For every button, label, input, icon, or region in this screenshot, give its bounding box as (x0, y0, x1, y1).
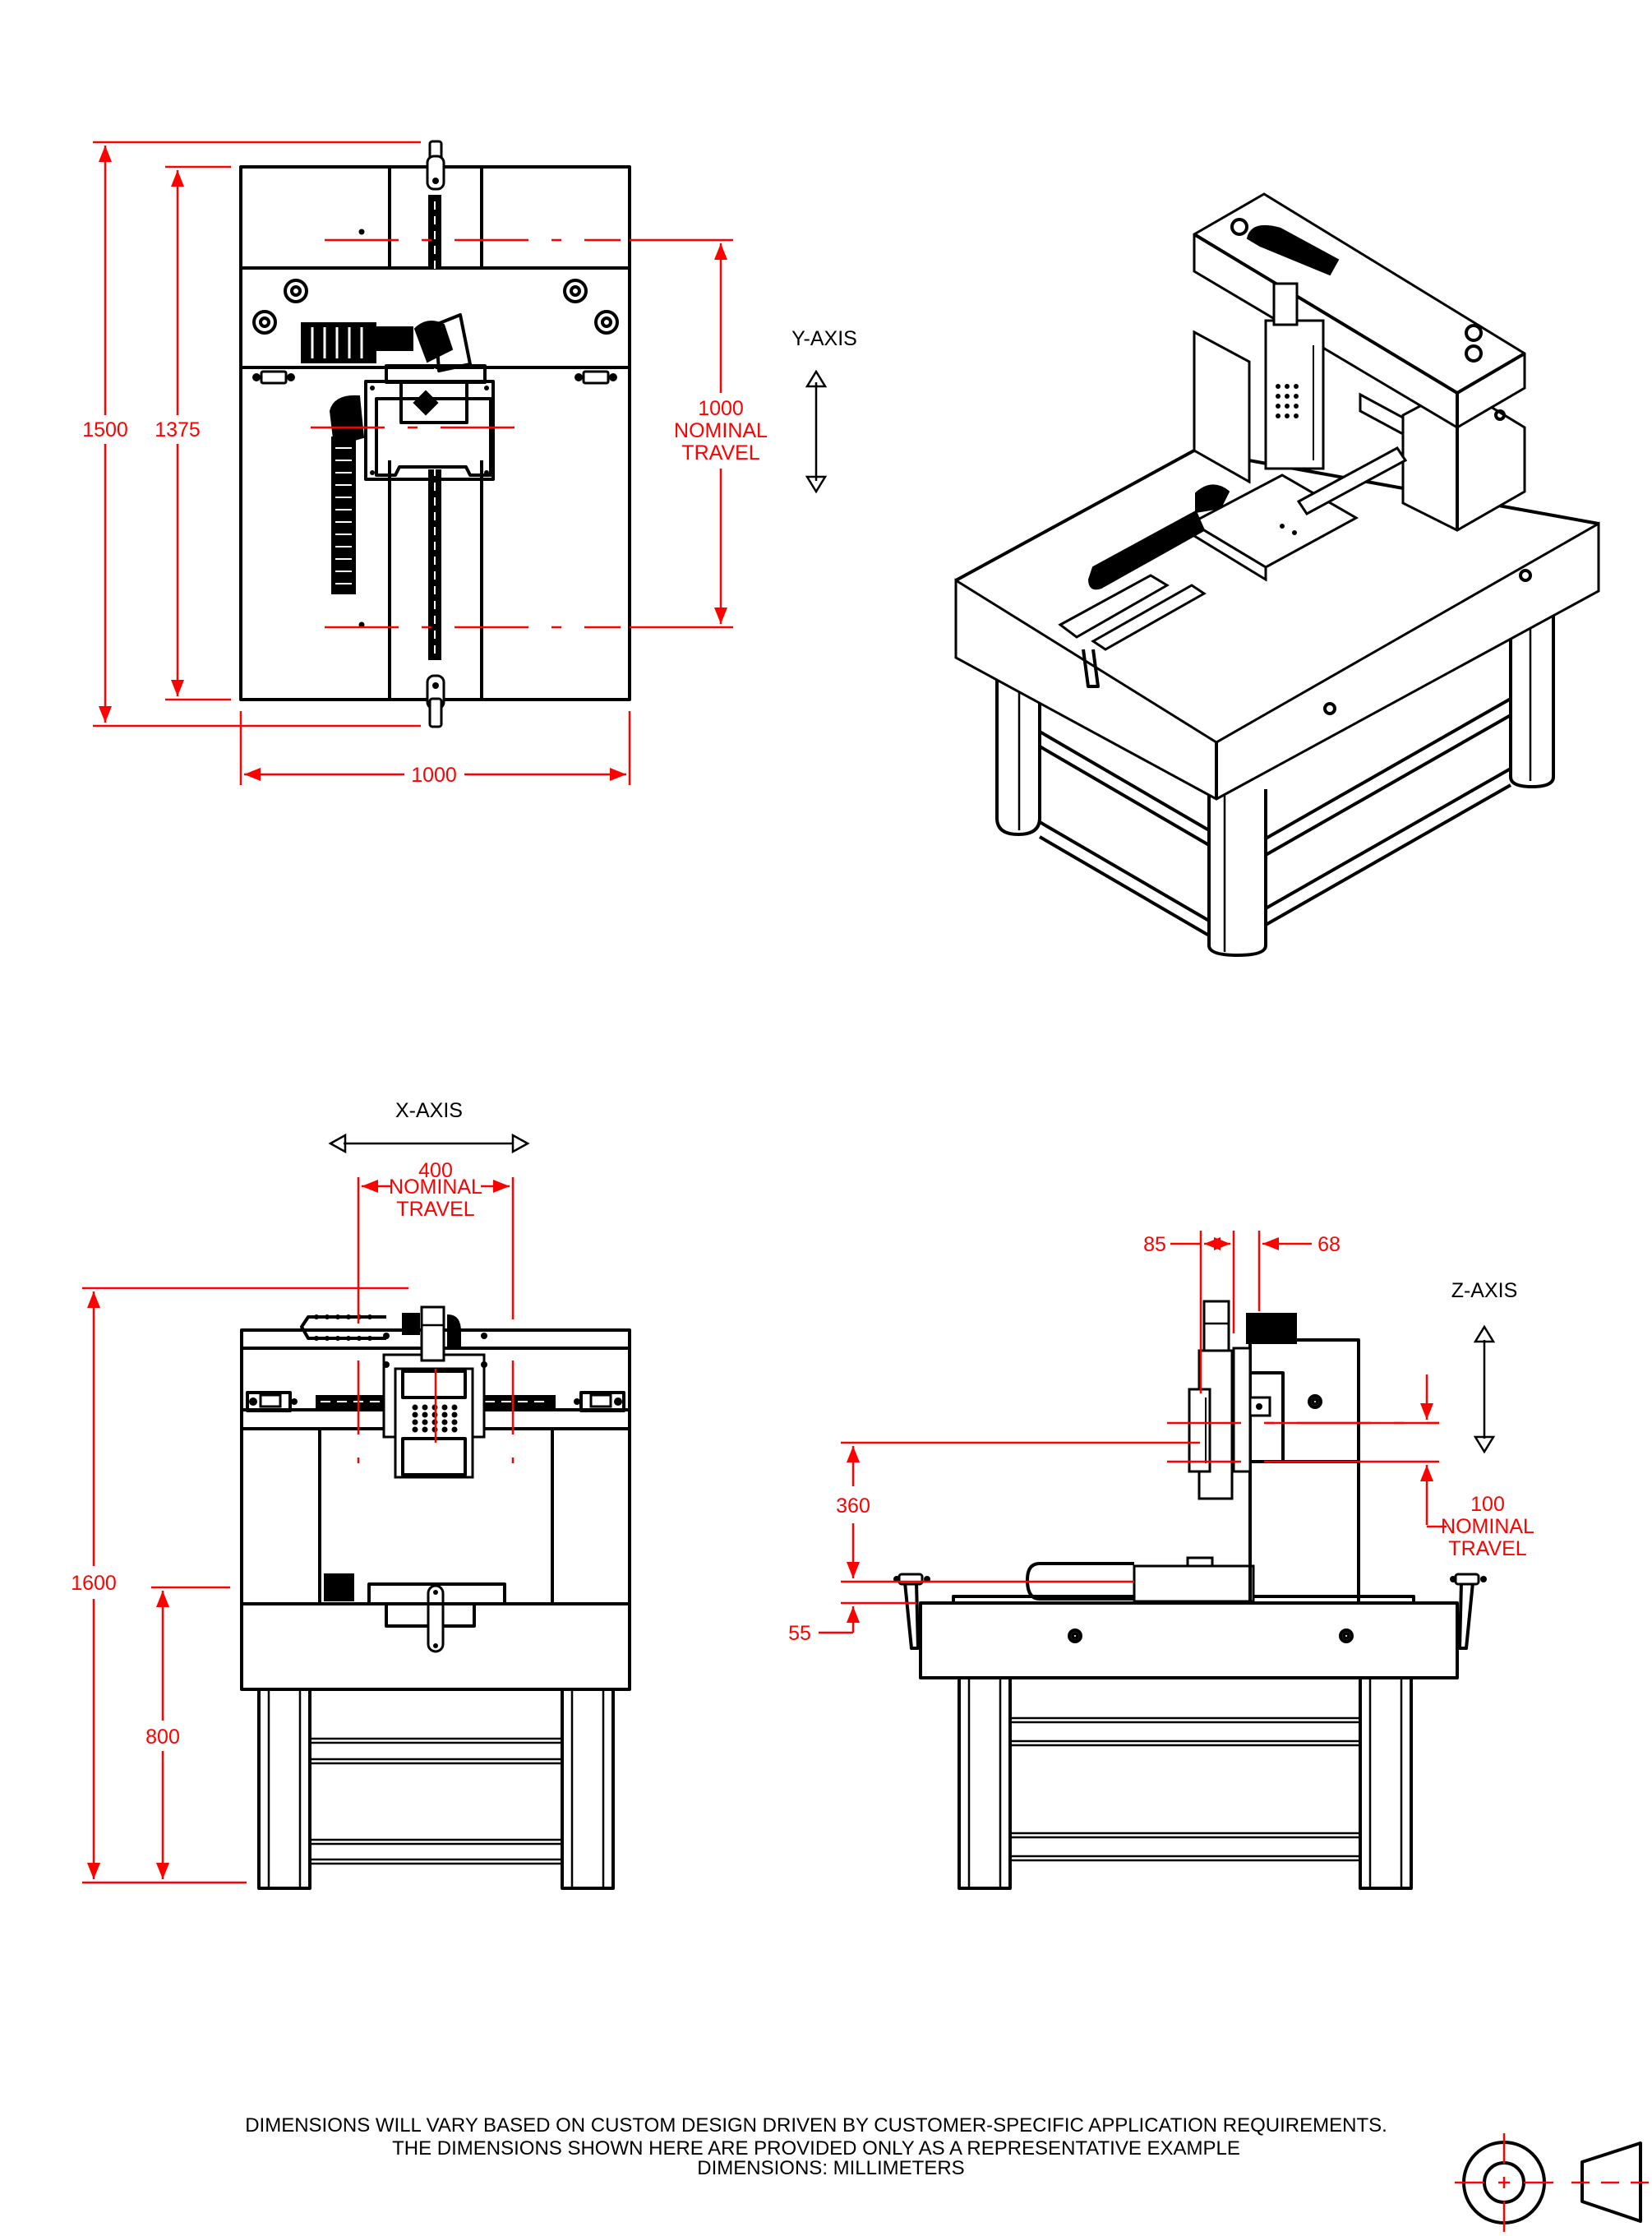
z-travel-line2: TRAVEL (1448, 1537, 1526, 1560)
dim-z-travel: 100 NOMINAL TRAVEL (1420, 1374, 1534, 1560)
iso-legs (995, 592, 1555, 957)
dim-360-label: 360 (836, 1495, 870, 1518)
arrow-up-icon (1473, 1324, 1496, 1343)
dim-table-width: 1000 (239, 711, 631, 787)
dim-1375-label: 1375 (155, 418, 201, 441)
front-legs (257, 1688, 615, 1890)
front-stop-left (246, 1391, 298, 1412)
dim-offset: 55 (788, 1601, 916, 1645)
front-stop-right (574, 1391, 625, 1412)
front-cable-chain (300, 1313, 461, 1347)
arrow-left-icon (328, 1133, 347, 1154)
cable-chain-x (301, 313, 472, 372)
gantry-clamp-right (575, 370, 617, 385)
front-z-stage (382, 1305, 487, 1479)
side-column (1248, 1338, 1360, 1605)
arrow-right-icon (511, 1133, 530, 1154)
arrow-down-icon (805, 475, 828, 494)
x-axis-label: X-AXIS (395, 1099, 463, 1122)
isometric-view (954, 192, 1600, 957)
notes-block: DIMENSIONS WILL VARY BASED ON CUSTOM DES… (245, 2114, 1387, 2179)
note-line-2: THE DIMENSIONS SHOWN HERE ARE PROVIDED O… (392, 2137, 1240, 2160)
dim-overall-length: 1500 (82, 141, 421, 728)
end-stop-top (426, 140, 445, 191)
dim-68-label: 68 (1317, 1233, 1341, 1256)
dim-z-offsets: 85 68 (1143, 1231, 1341, 1393)
arrow-down-icon (1473, 1435, 1496, 1454)
dim-x-travel: 400 NOMINAL TRAVEL (357, 1159, 515, 1324)
top-view: 1500 1375 1000 1000 NOMINAL TRAVEL (82, 140, 857, 787)
cable-chain-y (329, 395, 365, 594)
units-note: DIMENSIONS: MILLIMETERS (697, 2157, 964, 2179)
z-axis-indicator: Z-AXIS (1451, 1279, 1518, 1454)
z-travel-line1: NOMINAL (1441, 1515, 1534, 1538)
y-travel-line2: TRAVEL (681, 441, 759, 464)
z-axis-label: Z-AXIS (1451, 1279, 1518, 1302)
y-travel-value: 1000 (698, 397, 744, 420)
x-axis-indicator: X-AXIS (328, 1099, 530, 1154)
y-travel-line1: NOMINAL (674, 419, 768, 442)
side-legs (958, 1676, 1413, 1890)
dim-1600-label: 1600 (71, 1572, 117, 1595)
side-view: 85 68 100 NOMINAL TRAVEL Z-AXIS 360 (788, 1231, 1534, 1890)
y-axis-indicator: Y-AXIS (791, 327, 857, 494)
x-travel-line1: NOMINAL (389, 1176, 482, 1199)
dim-clearance: 360 (836, 1441, 1167, 1583)
y-axis-label: Y-AXIS (791, 327, 857, 350)
arrow-up-icon (805, 369, 828, 388)
x-travel-value: 400 (418, 1159, 453, 1182)
iso-gantry (1193, 192, 1526, 532)
front-view: X-AXIS 400 NOMINAL TRAVEL 1600 (71, 1099, 631, 1890)
x-travel-line2: TRAVEL (396, 1198, 474, 1221)
dim-table-length: 1375 (155, 165, 231, 701)
note-line-1: DIMENSIONS WILL VARY BASED ON CUSTOM DES… (245, 2114, 1387, 2137)
dim-85-label: 85 (1143, 1233, 1166, 1256)
dim-1000-label: 1000 (411, 764, 457, 787)
dim-overall-height: 1600 (71, 1287, 408, 1884)
iso-xy-stage (1058, 446, 1408, 688)
gantry-clamp-left (252, 370, 295, 385)
side-z-stage (1188, 1300, 1297, 1500)
dim-800-label: 800 (145, 1726, 180, 1749)
dim-table-height: 800 (145, 1586, 230, 1879)
mounting-holes (252, 229, 619, 628)
z-travel-value: 100 (1470, 1493, 1505, 1516)
third-angle-projection-icon (1455, 2133, 1652, 2232)
side-granite-base (919, 1601, 1459, 1679)
front-handle (427, 1584, 445, 1653)
y-carriage (364, 364, 495, 481)
dim-1500-label: 1500 (82, 418, 128, 441)
end-stop-bottom (426, 674, 445, 728)
dim-55-label: 55 (788, 1622, 811, 1645)
dim-y-travel: 1000 NOMINAL TRAVEL (630, 238, 768, 629)
